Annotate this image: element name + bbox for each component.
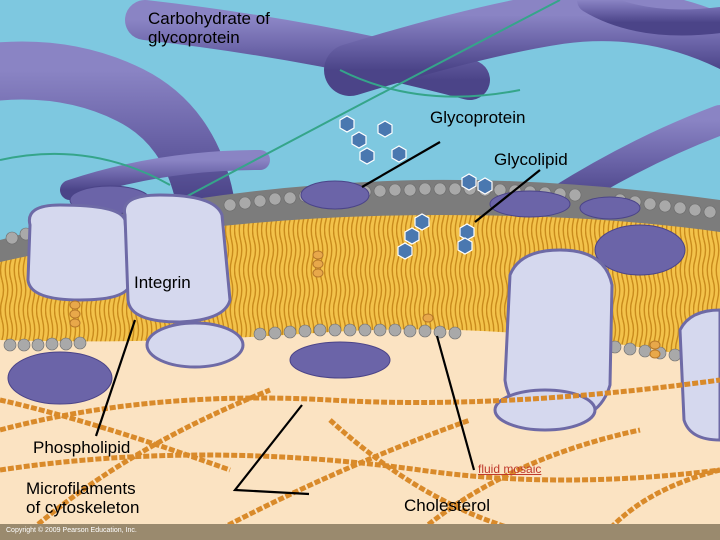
head-row-bottom	[3, 323, 712, 366]
label-phospholipid: Phospholipid	[33, 438, 131, 457]
cholesterol-molecules	[69, 250, 661, 359]
credit-band	[0, 524, 720, 540]
label-carbohydrate: Carbohydrate of glycoprotein	[148, 9, 270, 47]
label-integrin: Integrin	[134, 273, 191, 292]
carbohydrate-chains	[339, 115, 493, 260]
peripheral-proteins	[7, 180, 686, 405]
label-glycolipid: Glycolipid	[494, 150, 568, 169]
label-cholesterol: Cholesterol	[404, 496, 490, 515]
transmembrane-protein	[493, 248, 720, 442]
copyright-text: Copyright © 2009 Pearson Education, Inc.	[6, 527, 137, 534]
label-microfilaments: Microfilaments of cytoskeleton	[26, 479, 140, 517]
label-glycoprotein: Glycoprotein	[430, 108, 526, 127]
leader-lines	[94, 141, 541, 496]
fluid-mosaic-link[interactable]: fluid mosaic	[478, 462, 542, 476]
microfilaments	[0, 377, 720, 540]
integrin-protein	[26, 193, 245, 369]
